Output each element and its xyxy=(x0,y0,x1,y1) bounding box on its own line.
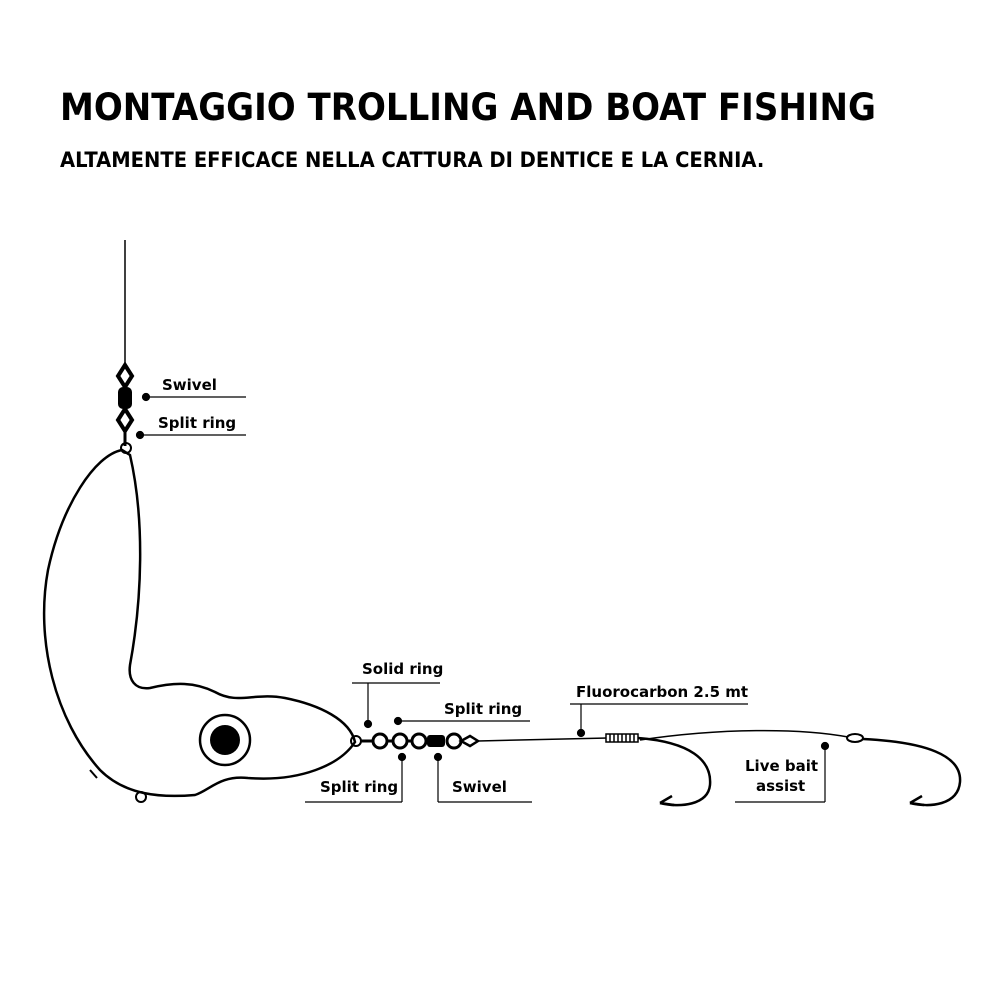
label-top-swivel: Swivel xyxy=(162,376,217,394)
page-subtitle: ALTAMENTE EFFICACE NELLA CATTURA DI DENT… xyxy=(60,148,765,172)
label-fluorocarbon: Fluorocarbon 2.5 mt xyxy=(576,683,749,701)
label-solid-ring: Solid ring xyxy=(362,660,444,678)
label-live-bait: Live bait xyxy=(745,757,819,775)
swivel-icon xyxy=(427,735,445,747)
hook-icon xyxy=(846,733,962,807)
label-top-split-ring: Split ring xyxy=(158,414,237,432)
callout-lines xyxy=(135,392,830,803)
front-chain xyxy=(360,732,481,750)
jig-lure-icon xyxy=(42,448,362,803)
page-title: MONTAGGIO TROLLING AND BOAT FISHING xyxy=(60,86,876,129)
solid-ring-icon xyxy=(371,732,389,750)
top-swivel-icon xyxy=(115,361,135,435)
assist-line xyxy=(639,729,849,741)
label-split-ring-lower: Split ring xyxy=(320,778,399,796)
fluorocarbon-leader xyxy=(477,737,609,742)
hook-icon xyxy=(637,736,712,807)
label-live-bait-assist: assist xyxy=(756,777,806,795)
label-swivel-lower: Swivel xyxy=(452,778,507,796)
split-ring-icon xyxy=(391,732,409,750)
crimp-icon xyxy=(605,733,639,743)
label-split-ring-upper: Split ring xyxy=(444,700,523,718)
